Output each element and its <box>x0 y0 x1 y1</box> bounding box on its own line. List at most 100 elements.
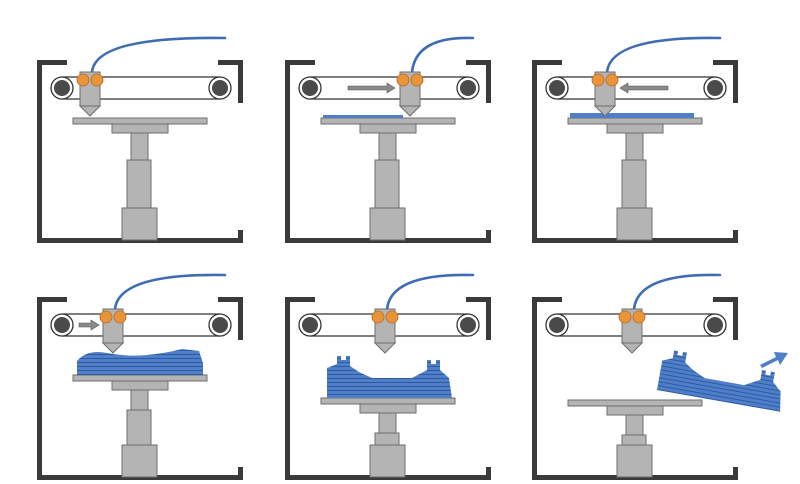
pulley-hub <box>549 317 565 333</box>
pulley-hub <box>54 317 70 333</box>
frame-left <box>532 60 537 243</box>
pulley-hub <box>549 80 565 96</box>
bed-carriage <box>111 380 169 391</box>
build-plate <box>567 399 703 407</box>
column-upper <box>130 389 149 411</box>
frame-right-lower <box>238 230 243 243</box>
pulley-hub <box>212 80 228 96</box>
extruder-gear-icon <box>410 73 424 87</box>
nozzle-icon <box>373 342 397 354</box>
column-middle <box>126 409 152 446</box>
column-base <box>616 444 653 478</box>
frame-right-upper <box>733 60 738 103</box>
pulley-hub <box>302 317 318 333</box>
column-base <box>369 444 406 478</box>
filament <box>410 36 475 74</box>
build-plate <box>320 117 456 125</box>
frame-right-lower <box>238 467 243 480</box>
frame-top-left <box>37 297 67 302</box>
nozzle-icon <box>620 342 644 354</box>
frame-right-upper <box>238 60 243 103</box>
pulley-hub <box>212 317 228 333</box>
printer-step-4 <box>37 273 243 480</box>
frame-right-lower <box>486 230 491 243</box>
partial-print <box>77 349 203 375</box>
printer-step-6 <box>532 273 788 480</box>
frame-top-right <box>466 297 491 302</box>
extruder-gear-icon <box>99 310 113 324</box>
pulley-hub <box>302 80 318 96</box>
bed-carriage <box>606 123 664 134</box>
extruder-gear-icon <box>605 73 619 87</box>
frame-top-left <box>285 297 315 302</box>
nozzle-icon <box>593 105 617 117</box>
frame-right-upper <box>238 297 243 340</box>
remove-arrow-icon <box>760 352 788 368</box>
printer-step-3 <box>532 36 738 243</box>
frame-top-right <box>218 297 243 302</box>
frame-top-right <box>466 60 491 65</box>
nozzle-icon <box>78 105 102 117</box>
column-base <box>121 207 158 241</box>
pulley-hub <box>460 80 476 96</box>
column-middle <box>374 159 400 209</box>
build-plate <box>72 117 208 125</box>
frame-left <box>37 297 42 480</box>
build-plate <box>567 117 703 125</box>
filament <box>90 36 227 74</box>
filament <box>113 273 227 311</box>
frame-right-lower <box>486 467 491 480</box>
extruder-gear-icon <box>76 73 90 87</box>
second-layer <box>570 113 694 118</box>
frame-left <box>285 60 290 243</box>
nozzle-icon <box>101 342 125 354</box>
nozzle-icon <box>398 105 422 117</box>
column-upper <box>130 132 149 161</box>
column-base <box>616 207 653 241</box>
bed-carriage <box>606 405 664 416</box>
bed-carriage <box>359 123 417 134</box>
column-base <box>121 444 158 478</box>
frame-left <box>532 297 537 480</box>
extruder-gear-icon <box>113 310 127 324</box>
arrow-right-icon <box>78 319 100 331</box>
frame-top-right <box>713 60 738 65</box>
arrow-right-icon <box>347 82 396 94</box>
pulley-hub <box>707 80 723 96</box>
frame-right-upper <box>733 297 738 340</box>
printer-step-2 <box>285 36 491 243</box>
bed-carriage <box>111 123 169 134</box>
column-upper <box>378 132 397 161</box>
frame-top-left <box>37 60 67 65</box>
frame-right-upper <box>486 60 491 103</box>
extruder-gear-icon <box>371 310 385 324</box>
pulley-hub <box>707 317 723 333</box>
removed-print <box>657 350 781 412</box>
finished-print <box>327 356 452 398</box>
frame-right-lower <box>733 230 738 243</box>
column-middle <box>621 434 647 446</box>
build-plate <box>320 397 456 405</box>
column-upper <box>625 132 644 161</box>
filament <box>385 273 475 311</box>
column-base <box>369 207 406 241</box>
arrow-left-icon <box>619 82 669 94</box>
frame-left <box>285 297 290 480</box>
filament <box>632 273 722 311</box>
extruder-gear-icon <box>396 73 410 87</box>
extruder-gear-icon <box>618 310 632 324</box>
frame-right-upper <box>486 297 491 340</box>
extruder-gear-icon <box>591 73 605 87</box>
build-plate <box>72 374 208 382</box>
bed-carriage <box>359 403 417 414</box>
frame-top-left <box>532 297 562 302</box>
first-layer <box>323 115 403 118</box>
printer-step-5 <box>285 273 491 480</box>
column-middle <box>621 159 647 209</box>
extruder-gear-icon <box>385 310 399 324</box>
extruder-gear-icon <box>90 73 104 87</box>
frame-top-right <box>218 60 243 65</box>
printer-step-1 <box>37 36 243 243</box>
extruder-gear-icon <box>632 310 646 324</box>
